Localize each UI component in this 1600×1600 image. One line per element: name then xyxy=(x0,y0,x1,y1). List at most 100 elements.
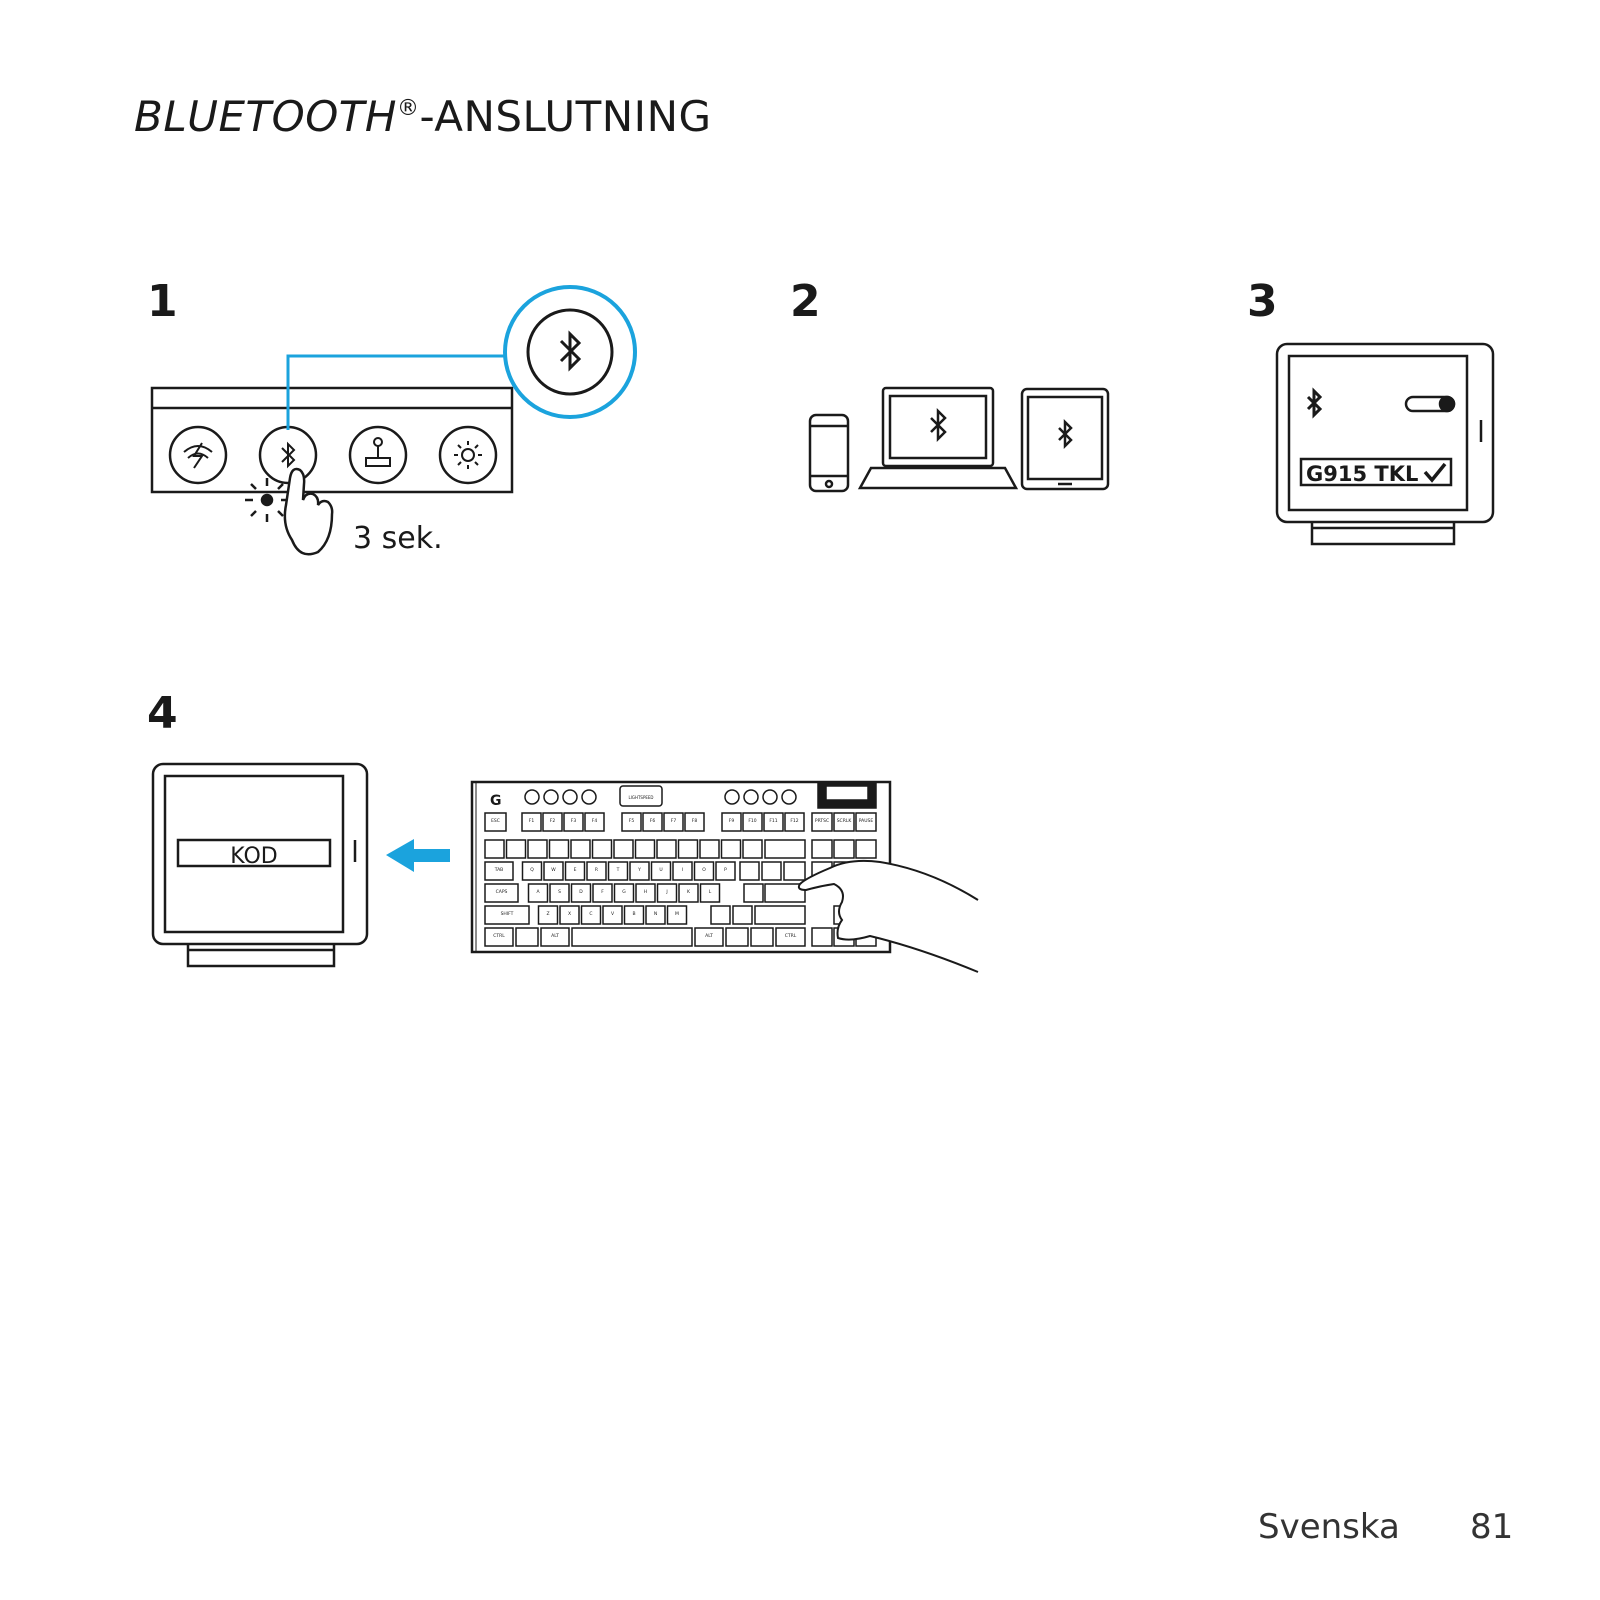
phone-icon xyxy=(808,413,850,493)
key-label: ESC xyxy=(491,818,500,824)
key-label: ALT xyxy=(705,933,713,939)
gamemode-button xyxy=(168,425,228,485)
step-2-illustration xyxy=(808,386,1110,493)
key-ctrl xyxy=(484,927,514,947)
key-label: F3 xyxy=(571,818,577,824)
key-h xyxy=(635,883,656,903)
tablet-icon xyxy=(1020,387,1110,491)
key-backspace xyxy=(764,839,806,859)
device-name-label: G915 TKL xyxy=(1306,462,1418,486)
key-o xyxy=(693,861,715,881)
key-number xyxy=(656,839,677,859)
key-label: F8 xyxy=(692,818,698,824)
key-alt xyxy=(540,927,570,947)
key-nav xyxy=(811,839,833,859)
laptop-icon xyxy=(857,386,1019,490)
key-tab xyxy=(484,861,514,881)
key-label: SHIFT xyxy=(501,911,514,917)
key-f4 xyxy=(584,812,605,832)
key-menu xyxy=(750,927,774,947)
key-caps xyxy=(484,883,519,903)
key-f8 xyxy=(684,812,705,832)
key-f5 xyxy=(621,812,642,832)
bluetooth-icon xyxy=(1306,387,1323,419)
lightspeed-icon xyxy=(183,442,213,469)
key-v xyxy=(602,905,623,925)
key-label: F1 xyxy=(529,818,535,824)
key-semicolon xyxy=(743,883,764,903)
device-list-entry xyxy=(1299,457,1453,487)
key-t xyxy=(607,861,629,881)
code-field xyxy=(176,838,332,868)
key-label: E xyxy=(574,867,577,873)
key-number xyxy=(570,839,591,859)
key-f1 xyxy=(521,812,542,832)
key-label: PRTSC xyxy=(815,818,829,824)
bluetooth-icon xyxy=(281,441,296,469)
key-number xyxy=(613,839,634,859)
key-label: TAB xyxy=(494,867,504,873)
key-k xyxy=(678,883,699,903)
title-rest: -ANSLUTNING xyxy=(419,92,712,141)
key-esc xyxy=(484,812,507,832)
key-pause xyxy=(855,812,877,832)
svg-text:G: G xyxy=(490,793,502,809)
key-comma xyxy=(710,905,731,925)
key-label: SCRLK xyxy=(837,818,853,824)
key-number xyxy=(634,839,656,859)
key-label: ALT xyxy=(551,933,559,939)
key-bracket xyxy=(739,861,760,881)
tablet-on-stand xyxy=(151,762,369,946)
key-number xyxy=(720,839,742,859)
key-label: W xyxy=(551,867,556,873)
key-f9 xyxy=(721,812,742,832)
key-z xyxy=(537,905,559,925)
page-title: BLUETOOTH®-ANSLUTNING xyxy=(134,92,712,141)
svg-text:LIGHTSPEED: LIGHTSPEED xyxy=(628,795,653,800)
key-n xyxy=(645,905,666,925)
key-label: P xyxy=(724,867,727,873)
key-label: T xyxy=(616,867,620,873)
key-label: O xyxy=(702,867,706,873)
key-f12 xyxy=(784,812,805,832)
key-f3 xyxy=(563,812,584,832)
footer-page-number: 81 xyxy=(1470,1507,1513,1547)
key-enter xyxy=(764,883,806,903)
key-label: K xyxy=(687,889,691,895)
key-b xyxy=(623,905,645,925)
key-space xyxy=(571,927,693,947)
pointing-hand-icon xyxy=(283,467,334,556)
typing-hand-icon xyxy=(797,859,979,973)
key-scrlk xyxy=(833,812,855,832)
key-prtsc xyxy=(811,812,833,832)
key-label: D xyxy=(579,889,583,895)
key-label: Y xyxy=(637,867,641,873)
key-label: M xyxy=(675,911,679,917)
key-label: F11 xyxy=(769,818,777,824)
key-l xyxy=(699,883,721,903)
key-p xyxy=(715,861,736,881)
key-label: J xyxy=(665,889,667,895)
check-icon xyxy=(1423,462,1447,483)
key-label: CTRL xyxy=(493,933,505,939)
key-w xyxy=(543,861,564,881)
key-f11 xyxy=(763,812,784,832)
key-label: F xyxy=(601,889,604,895)
key-i xyxy=(672,861,693,881)
key-label: G xyxy=(622,889,626,895)
key-label: N xyxy=(654,911,657,917)
callout-bluetooth-icon xyxy=(559,330,582,372)
step-3-illustration xyxy=(1275,342,1495,546)
key-y xyxy=(629,861,650,881)
key-bracket xyxy=(761,861,782,881)
key-label: Q xyxy=(530,867,534,873)
key-label: F9 xyxy=(729,818,735,824)
key-f6 xyxy=(642,812,663,832)
brightness-icon xyxy=(454,441,482,469)
key-u xyxy=(650,861,672,881)
key-nav xyxy=(833,839,855,859)
key-number xyxy=(548,839,570,859)
key-label: F12 xyxy=(790,818,798,824)
key-label: L xyxy=(709,889,712,895)
